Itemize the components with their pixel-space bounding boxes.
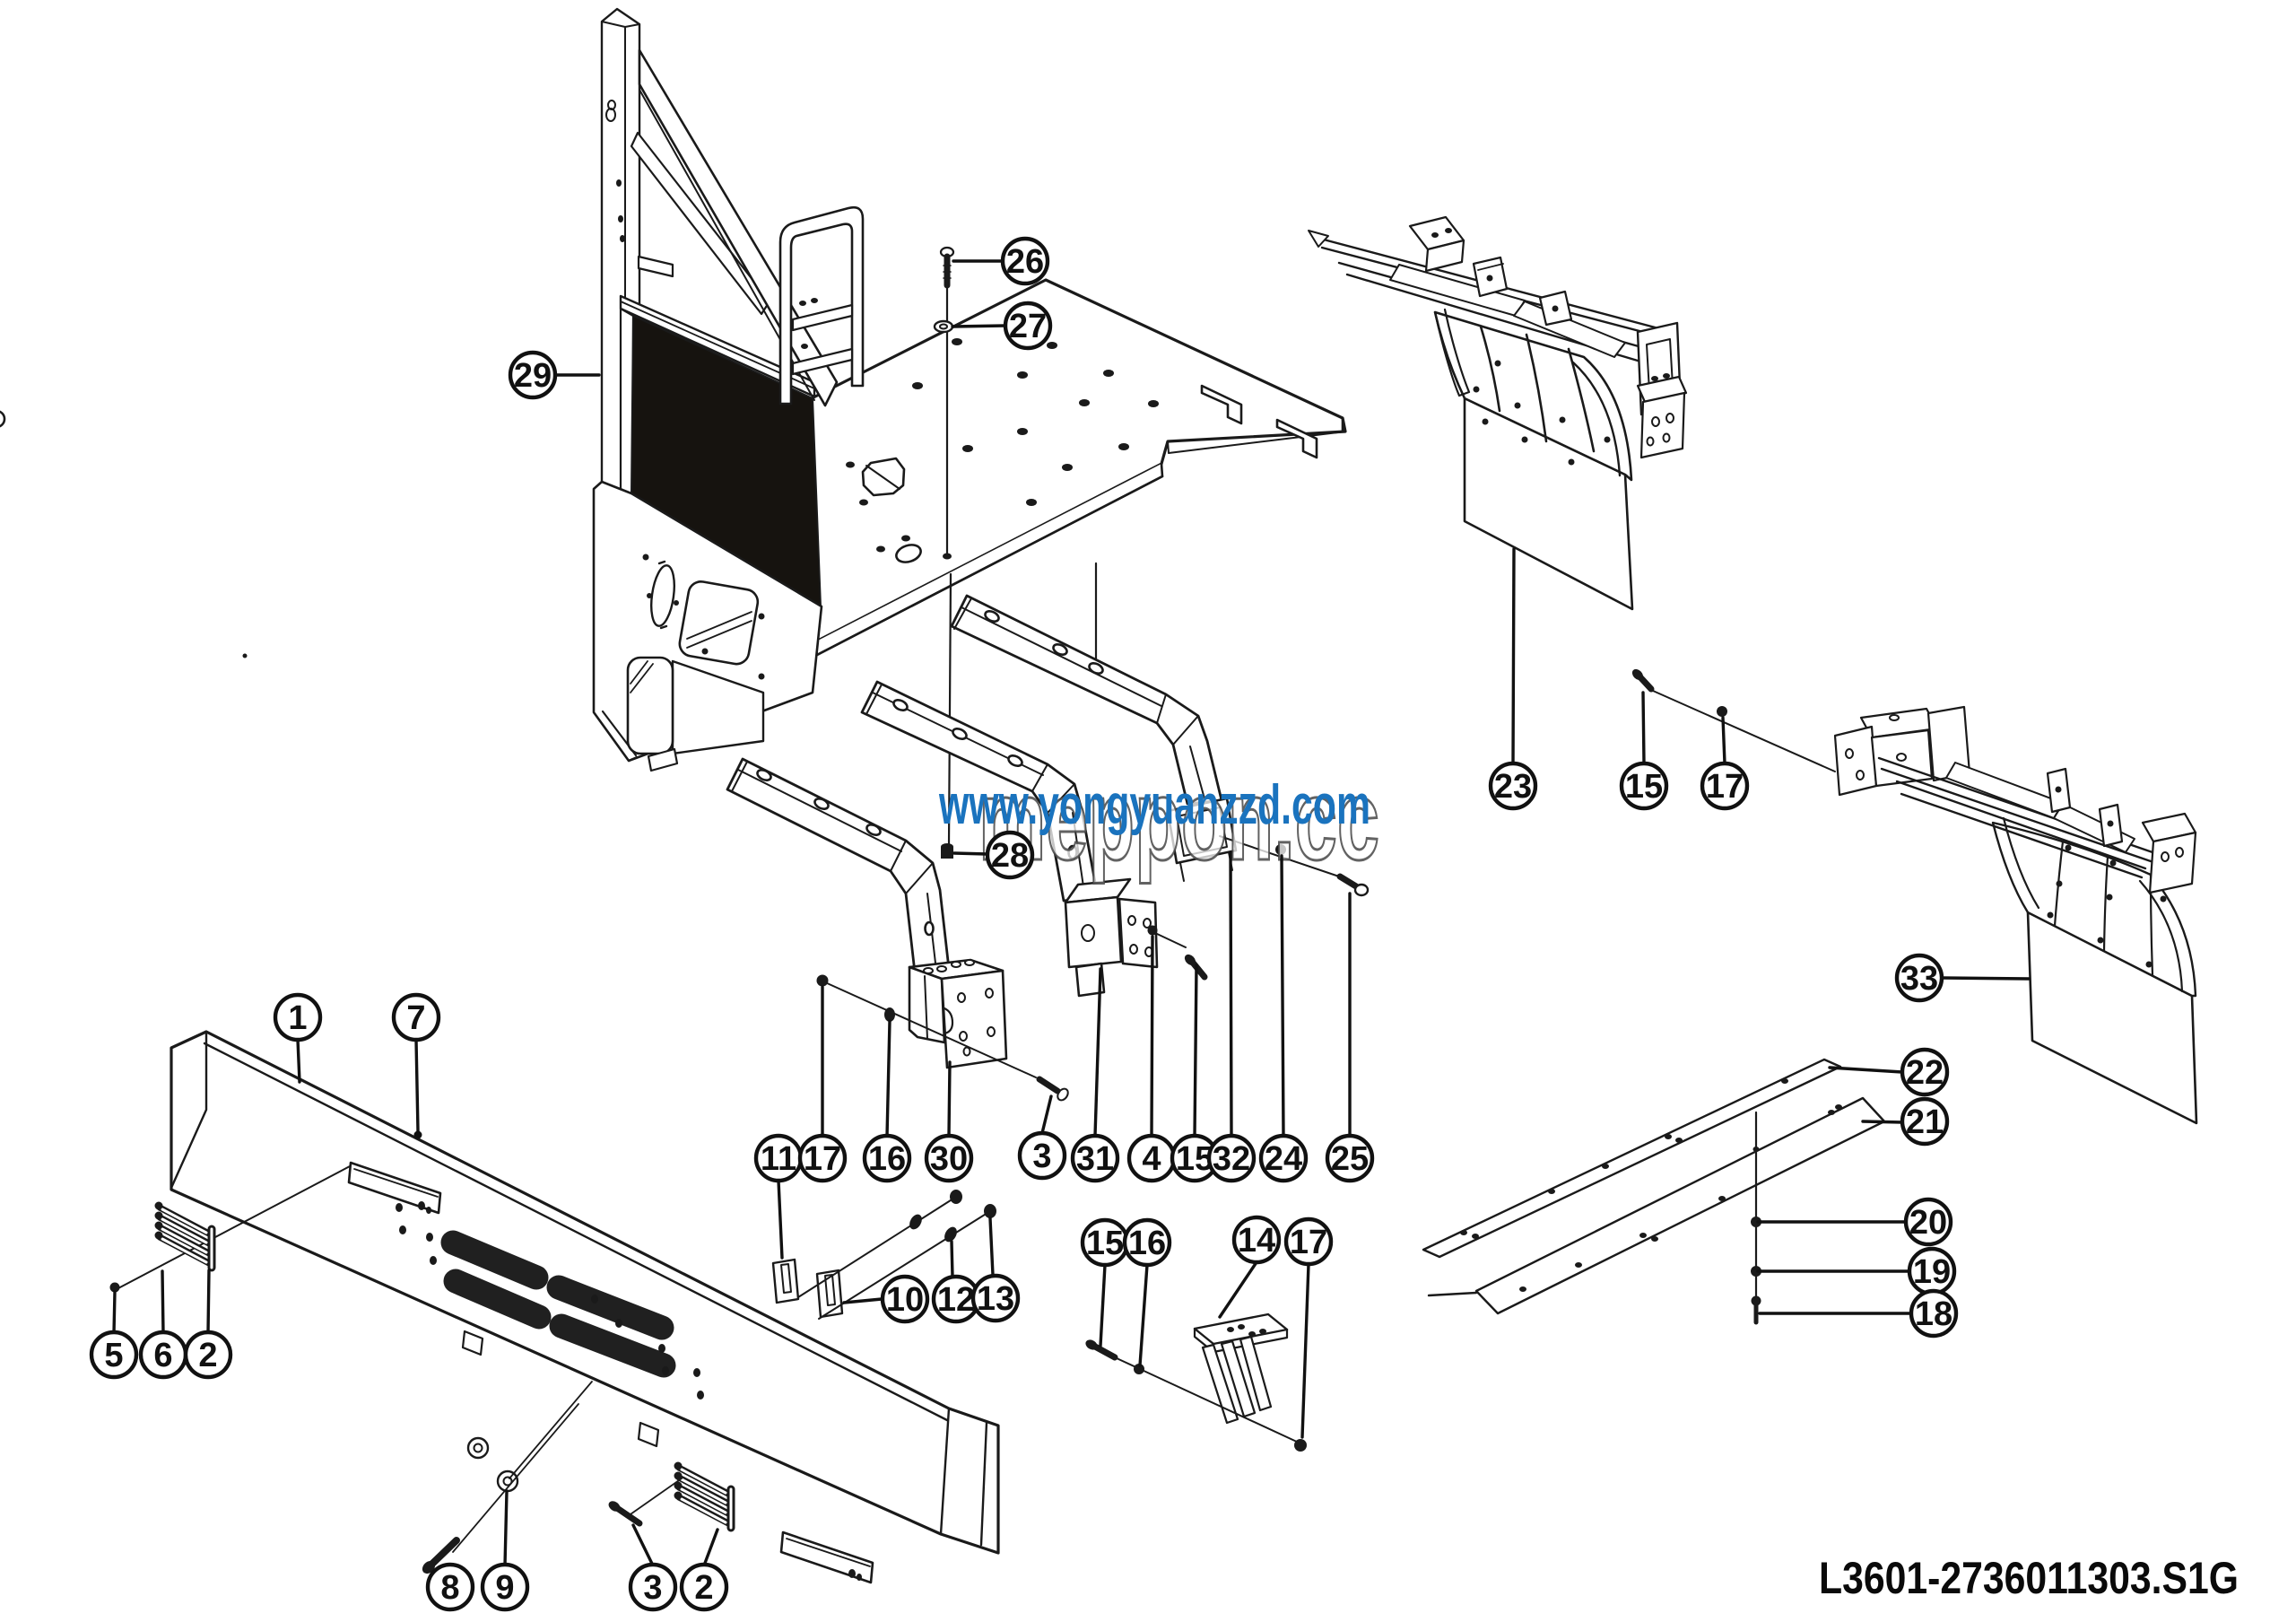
svg-text:4: 4 <box>1142 1140 1161 1178</box>
svg-text:28: 28 <box>991 837 1029 875</box>
svg-text:17: 17 <box>1290 1224 1327 1261</box>
svg-text:23: 23 <box>1494 768 1532 806</box>
svg-text:10: 10 <box>886 1281 924 1319</box>
svg-text:20: 20 <box>1909 1204 1947 1242</box>
svg-text:9: 9 <box>495 1569 514 1607</box>
svg-text:3: 3 <box>1032 1138 1051 1175</box>
svg-text:12: 12 <box>937 1281 975 1319</box>
svg-text:17: 17 <box>1706 768 1744 806</box>
svg-text:1: 1 <box>288 999 307 1037</box>
svg-text:26: 26 <box>1006 243 1044 281</box>
svg-text:14: 14 <box>1238 1222 1275 1260</box>
svg-text:27: 27 <box>1009 308 1047 345</box>
svg-text:17: 17 <box>804 1140 841 1178</box>
svg-text:33: 33 <box>1900 960 1938 998</box>
svg-text:16: 16 <box>868 1140 906 1178</box>
svg-text:www.yongyuanzzd.com: www.yongyuanzzd.com <box>938 774 1370 836</box>
svg-text:13: 13 <box>977 1280 1014 1318</box>
svg-text:18: 18 <box>1915 1295 1952 1333</box>
svg-text:24: 24 <box>1265 1140 1302 1178</box>
svg-text:2: 2 <box>198 1337 217 1374</box>
svg-text:19: 19 <box>1913 1253 1951 1291</box>
svg-text:5: 5 <box>104 1337 123 1374</box>
svg-text:21: 21 <box>1906 1103 1944 1141</box>
svg-text:30: 30 <box>930 1140 968 1178</box>
svg-text:22: 22 <box>1906 1054 1944 1092</box>
svg-text:3: 3 <box>643 1569 662 1607</box>
svg-text:6: 6 <box>153 1337 172 1374</box>
svg-text:meppon.cc: meppon.cc <box>978 756 1379 885</box>
svg-text:7: 7 <box>406 999 425 1037</box>
svg-text:15: 15 <box>1625 768 1663 806</box>
svg-text:8: 8 <box>440 1569 459 1607</box>
svg-text:31: 31 <box>1076 1140 1114 1178</box>
svg-text:32: 32 <box>1213 1140 1250 1178</box>
svg-text:15: 15 <box>1086 1225 1124 1262</box>
svg-text:16: 16 <box>1128 1225 1166 1262</box>
svg-text:2: 2 <box>694 1569 713 1607</box>
svg-text:25: 25 <box>1331 1140 1369 1178</box>
svg-text:L3601-2736011303.S1G: L3601-2736011303.S1G <box>1819 1553 2239 1603</box>
svg-text:29: 29 <box>514 357 552 395</box>
svg-text:11: 11 <box>761 1140 796 1178</box>
